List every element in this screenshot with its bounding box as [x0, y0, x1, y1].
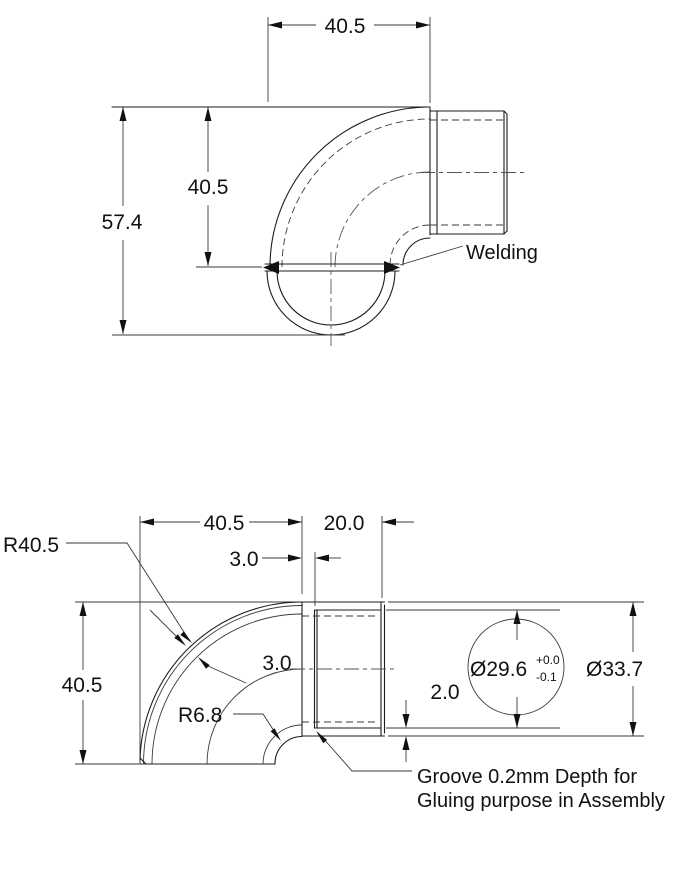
section-dim-socket-length-label: 20.0: [324, 512, 365, 535]
front-dim-overall-height: 57.4: [102, 107, 345, 336]
section-dim-outer-diameter-label: Ø33.7: [586, 658, 643, 681]
front-dim-bend-height: 40.5: [188, 107, 262, 268]
section-socket: [290, 601, 398, 737]
bore-tolerance-upper-label: +0.0: [536, 653, 560, 667]
section-dim-groove-offset: 3.0: [229, 548, 341, 571]
section-dim-inner-radius-label: R6.8: [178, 704, 222, 727]
groove-note-line1: Groove 0.2mm Depth for: [417, 766, 637, 788]
weld-arrow-left-icon: [263, 261, 279, 274]
section-view: 40.5 20.0 3.0 R40.5 3.0: [3, 512, 665, 812]
front-dim-bend-height-label: 40.5: [188, 176, 229, 199]
section-dim-bore-label: Ø29.6: [470, 658, 527, 681]
section-extension-lines: [75, 516, 383, 765]
section-dim-inner-radius: R6.8: [178, 704, 281, 741]
section-dim-height: 40.5: [62, 602, 103, 764]
front-socket: [420, 110, 528, 235]
section-elbow-body: [139, 601, 303, 765]
section-dim-bend-radius: R40.5: [3, 534, 192, 643]
section-dim-bore: Ø29.6 +0.0 -0.1: [386, 609, 565, 729]
weld-seam: Welding: [263, 242, 538, 274]
front-dim-overall-height-label: 57.4: [102, 211, 143, 234]
front-view: Welding 40.5 40.5 57.4: [102, 15, 538, 346]
section-dim-wall-thickness: 3.0: [149, 609, 292, 684]
groove-note-line2: Gluing purpose in Assembly: [417, 790, 665, 812]
section-dim-width-row: 40.5 20.0: [140, 512, 414, 535]
section-dim-width-label: 40.5: [204, 512, 245, 535]
section-dim-bend-radius-label: R40.5: [3, 534, 59, 557]
weld-arrow-right-icon: [384, 261, 400, 274]
section-dim-socket-wall-label: 2.0: [430, 681, 459, 704]
section-dim-groove-offset-label: 3.0: [229, 548, 258, 571]
section-dim-wall-thickness-label: 3.0: [262, 652, 291, 675]
section-dim-socket-wall: 2.0: [402, 681, 460, 762]
front-dim-width-top-label: 40.5: [325, 15, 366, 38]
section-dim-height-label: 40.5: [62, 674, 103, 697]
section-dim-outer-diameter: Ø33.7: [388, 601, 644, 737]
front-pipe-end: [266, 252, 396, 346]
front-elbow-body: [111, 106, 431, 268]
weld-label: Welding: [466, 242, 538, 264]
bore-tolerance-lower-label: -0.1: [536, 670, 557, 684]
groove-note: Groove 0.2mm Depth for Gluing purpose in…: [316, 731, 665, 812]
front-dim-width-top: 40.5: [267, 15, 431, 103]
